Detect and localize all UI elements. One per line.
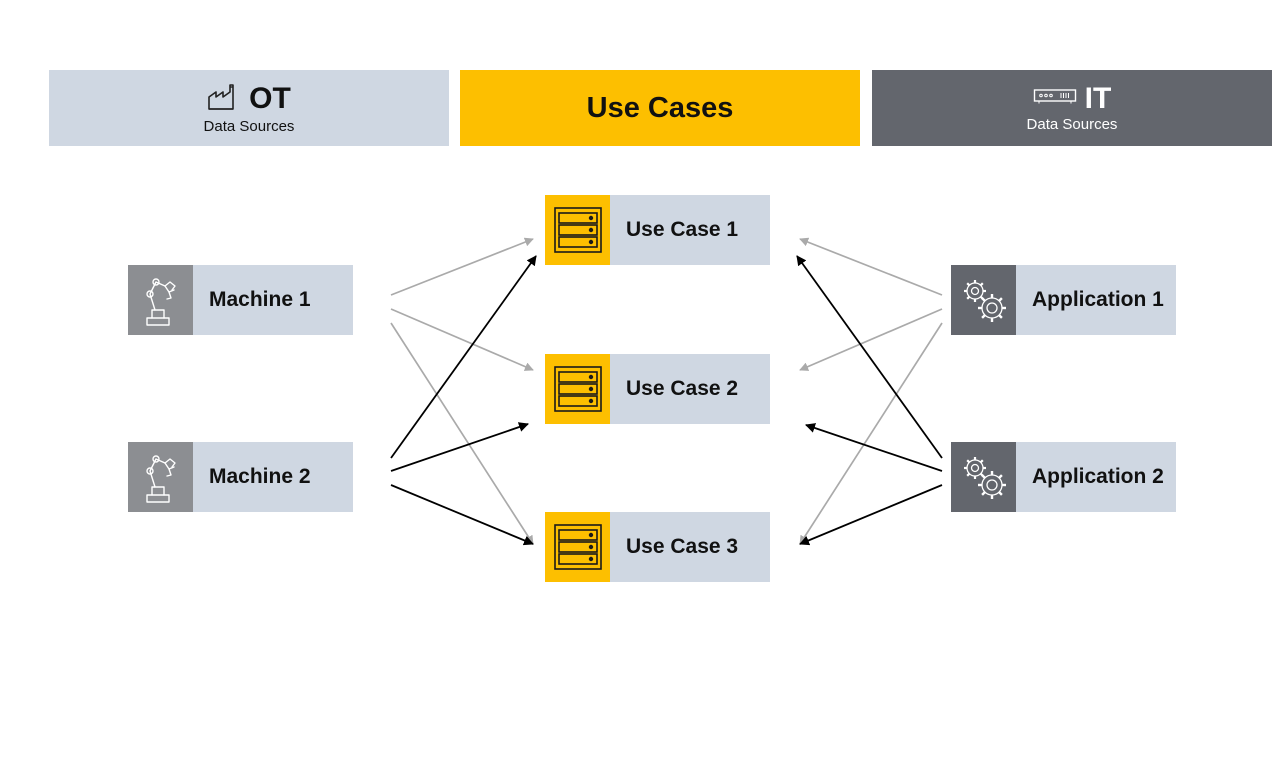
it-title: IT: [1084, 81, 1112, 115]
arrow-application-2-to-use-case-2: [805, 423, 943, 472]
application-1-node: Application 1: [951, 265, 1176, 335]
factory-icon: [207, 81, 241, 116]
application-2-label: Application 2: [1032, 465, 1164, 488]
server-rack-icon: [1033, 87, 1077, 110]
arrow-machine-1-to-use-case-2: [390, 308, 534, 371]
arrow-machine-2-to-use-case-2: [390, 422, 529, 472]
use-cases-header: Use Cases: [460, 70, 860, 146]
use-case-2-label: Use Case 2: [626, 377, 739, 400]
arrow-application-2-to-use-case-1: [796, 255, 943, 459]
use-case-1-label: Use Case 1: [626, 218, 739, 241]
server-icon: [545, 354, 610, 424]
arrow-machine-1-to-use-case-3: [390, 322, 534, 545]
machine-2-node: Machine 2: [128, 442, 353, 512]
arrow-application-1-to-use-case-2: [799, 308, 943, 371]
server-icon: [545, 195, 610, 265]
ot-subtitle: Data Sources: [203, 118, 295, 135]
application-1-label: Application 1: [1032, 288, 1164, 311]
it-subtitle: Data Sources: [1026, 115, 1118, 133]
arrow-application-1-to-use-case-1: [799, 237, 943, 296]
arrow-machine-2-to-use-case-1: [390, 255, 537, 459]
machine-1-label: Machine 1: [209, 288, 311, 311]
it-header: IT Data Sources: [872, 70, 1272, 146]
arrow-machine-2-to-use-case-3: [390, 484, 534, 546]
machine-1-node: Machine 1: [128, 265, 353, 335]
gears-icon: [951, 442, 1016, 512]
gears-icon: [951, 265, 1016, 335]
robot-arm-icon: [128, 442, 193, 512]
application-2-node: Application 2: [951, 442, 1176, 512]
arrow-machine-1-to-use-case-1: [390, 237, 534, 296]
arrow-application-1-to-use-case-3: [799, 322, 943, 545]
use-cases-title: Use Cases: [586, 92, 734, 124]
ot-title: OT: [249, 81, 291, 115]
arrow-application-2-to-use-case-3: [799, 484, 943, 546]
machine-2-label: Machine 2: [209, 465, 311, 488]
server-icon: [545, 512, 610, 582]
use-case-2-node: Use Case 2: [545, 354, 770, 424]
ot-header: OT Data Sources: [49, 70, 449, 146]
robot-arm-icon: [128, 265, 193, 335]
use-case-3-node: Use Case 3: [545, 512, 770, 582]
use-case-1-node: Use Case 1: [545, 195, 770, 265]
use-case-3-label: Use Case 3: [626, 535, 739, 558]
